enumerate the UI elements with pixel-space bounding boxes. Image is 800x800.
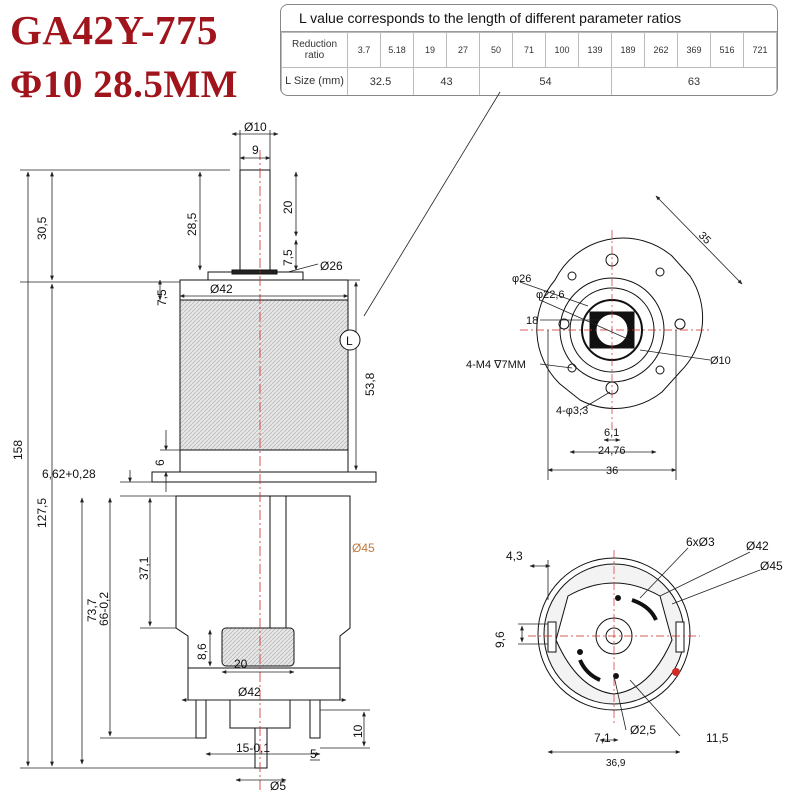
dim-l37-1: 37,1: [137, 556, 151, 580]
dim-l7-5-left: 7,5: [155, 289, 169, 306]
screw-hole: [615, 595, 621, 601]
collar-ring: [231, 269, 278, 275]
dim-phi22-6: φ22,6: [536, 289, 565, 301]
dim-l15: 15-0,1: [236, 741, 270, 755]
motor-face-dims: [518, 547, 761, 754]
l-marker-label: L: [346, 334, 353, 348]
dim-l6-1: 6,1: [604, 427, 619, 439]
ratio-cell: 19: [413, 32, 447, 68]
size-cell: 63: [611, 67, 777, 95]
ratio-cell: 189: [611, 32, 645, 68]
side-view: [151, 150, 377, 790]
dim-l36-9: 36,9: [606, 758, 626, 769]
dim-l20-bottom: 20: [234, 657, 248, 671]
dim-l66: 66-0,2: [97, 592, 111, 626]
dim-d10: Ø10: [710, 355, 731, 367]
dim-phi26: φ26: [512, 273, 531, 285]
terminal-right: [309, 699, 321, 739]
dim-m4: 4-M4 ∇7MM: [466, 359, 526, 371]
terminal-dot: [672, 668, 680, 676]
vent-arc: [578, 659, 601, 682]
table-caption: L value corresponds to the length of dif…: [281, 5, 777, 32]
mount-hole: [558, 318, 570, 330]
dim-shaft-diameter: Ø10: [244, 120, 267, 134]
dim-l4-3: 4,3: [506, 549, 523, 563]
gearbox-flange: [179, 279, 349, 301]
dim-l6-62: 6,62+0,28: [42, 467, 96, 481]
ratio-label-1: Reduction: [291, 39, 338, 50]
dim-l24-76: 24,76: [598, 445, 626, 457]
thread-hole: [655, 365, 665, 375]
dim-l73-7: 73,7: [85, 598, 99, 622]
rear-bushing: [221, 627, 295, 667]
thread-hole: [567, 271, 577, 281]
dim-l35: 35: [696, 230, 713, 247]
l-marker-circle: [339, 329, 361, 351]
dim-l5: 5: [310, 747, 317, 761]
ratio-label-cell: Reduction ratio: [281, 32, 348, 68]
dim-l28-5: 28,5: [185, 212, 199, 236]
dim-d26: Ø26: [320, 259, 343, 273]
gearbox-joint: [179, 449, 349, 473]
vent-arc: [631, 598, 658, 621]
product-title: GA42Y-775 Φ10 28.5MM: [10, 4, 238, 106]
motor-face-labels: 4,3 6xØ3 Ø42 Ø45 9,6 7,1 Ø2,5 11,5 36,9: [493, 535, 783, 769]
rear-shaft-tip: [254, 727, 268, 769]
side-dimensions: [20, 91, 501, 782]
dim-l11-5: 11,5: [706, 731, 729, 745]
gearbox-face-labels: 35 φ26 φ22,6 18 Ø10 4-M4 ∇7MM 4-φ3,3 6,1…: [466, 230, 731, 477]
screw-hole: [613, 673, 619, 679]
gearbox-face-dims: [519, 195, 743, 480]
shaft-spec: Φ10 28.5MM: [10, 63, 238, 106]
dim-phi3-3: 4-φ3,3: [556, 405, 588, 417]
ratio-length-table: L value corresponds to the length of dif…: [280, 4, 778, 96]
side-labels: Ø10 9 30,5 28,5 20 7,5 Ø26 7,5 Ø42 53,8 …: [11, 120, 377, 793]
size-label-cell: L Size (mm): [281, 67, 348, 95]
dim-d5: Ø5: [270, 779, 286, 793]
dim-l6: 6: [153, 459, 167, 466]
dim-d45: Ø45: [352, 541, 375, 555]
terminal-left: [195, 699, 207, 739]
dim-l7-1: 7,1: [594, 731, 611, 745]
dim-l7-5-top: 7,5: [281, 249, 295, 266]
dim-d42-bottom: Ø42: [238, 685, 261, 699]
brush-slot-right: [675, 621, 685, 653]
dim-l8-6: 8,6: [195, 643, 209, 660]
motor-flange: [151, 471, 377, 483]
end-cap: [187, 667, 341, 701]
output-shaft: [239, 169, 271, 273]
dim-l30-5: 30,5: [35, 216, 49, 240]
dim-l127-5: 127,5: [35, 498, 49, 528]
dim-holes: 6xØ3: [686, 535, 715, 549]
size-cell: 54: [479, 67, 612, 95]
ratio-label-2: ratio: [304, 50, 325, 61]
dim-l158: 158: [11, 440, 25, 460]
ratio-table-grid: Reduction ratio 3.7 5.18 19 27 50 71 100…: [281, 32, 777, 95]
gearbox-face-view: [520, 230, 710, 430]
ratio-cell: 721: [743, 32, 777, 68]
dim-l9-6: 9,6: [493, 631, 507, 648]
dim-d42-top: Ø42: [210, 282, 233, 296]
dim-l10: 10: [351, 724, 365, 738]
dim-l53-8: 53,8: [363, 372, 377, 396]
size-row: L Size (mm) 32.5 43 54 63: [281, 67, 777, 95]
thread-hole: [567, 363, 577, 373]
screw-hole: [577, 649, 583, 655]
dim-l20: 20: [281, 200, 295, 214]
mount-hole: [674, 318, 686, 330]
dim-d42: Ø42: [746, 539, 769, 553]
motor-face-view: [528, 550, 700, 725]
model-number: GA42Y-775: [10, 7, 218, 53]
size-cell: 43: [413, 67, 480, 95]
dim-d2-5: Ø2,5: [630, 723, 656, 737]
dim-d45: Ø45: [760, 559, 783, 573]
size-cell: 32.5: [347, 67, 414, 95]
gearbox-body: [179, 299, 349, 451]
dim-l18: 18: [526, 315, 538, 327]
dim-l36: 36: [606, 465, 618, 477]
ratio-cell: 516: [710, 32, 744, 68]
dim-w9: 9: [252, 143, 259, 157]
brush-slot-left: [547, 621, 557, 653]
